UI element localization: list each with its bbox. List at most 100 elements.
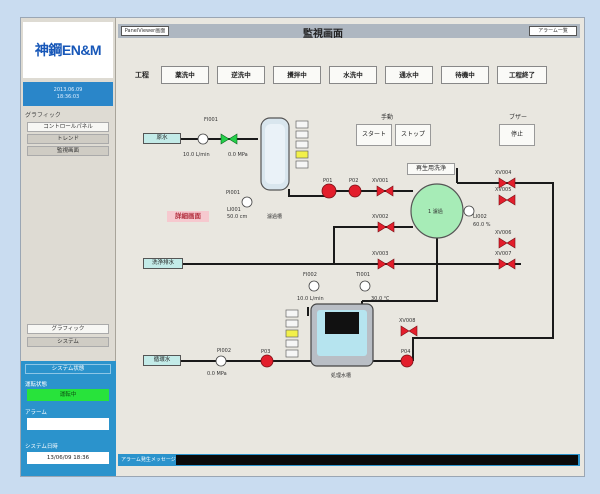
valve-xv003[interactable]	[377, 258, 395, 270]
stop-button[interactable]: ストップ	[395, 124, 431, 146]
valve-tag-xv006: XV006	[495, 230, 512, 236]
valve-raw-water[interactable]	[220, 133, 238, 145]
filter-tank	[260, 117, 290, 191]
process-label: 工程	[135, 71, 149, 79]
pressure-gauge-2	[215, 355, 227, 367]
valve-xv006[interactable]	[498, 237, 516, 249]
manual-label: 手動	[381, 114, 394, 121]
process-tank-label: 処理水槽	[331, 373, 352, 379]
filter-tank-label: 濾過槽	[267, 214, 283, 220]
pressure2-tag: PI002	[217, 348, 232, 354]
process-diagram	[171, 117, 554, 368]
gauges	[197, 133, 475, 367]
alarm-message-label: アラーム発生メッセージ	[121, 457, 176, 463]
buzzer-stop-button[interactable]: 停止	[499, 124, 535, 146]
flow2-value: 10.0 L/min	[297, 296, 324, 302]
sidebar-item-monitor[interactable]: 監視画面	[27, 146, 109, 156]
valve-xv004[interactable]	[498, 177, 516, 189]
valve-tag-xv003: XV003	[372, 251, 389, 257]
valves	[220, 133, 516, 337]
start-button[interactable]: スタート	[356, 124, 392, 146]
valve-xv002[interactable]	[377, 221, 395, 233]
alarm-message-bar: アラーム発生メッセージ	[118, 454, 580, 466]
valve-tag-xv005: XV005	[495, 187, 512, 193]
wash-drain-tag: 洗浄排水	[143, 258, 183, 269]
valve-tag-xv004: XV004	[495, 170, 512, 176]
pressure2-value: 0.0 MPa	[207, 371, 227, 377]
pumps	[260, 183, 414, 368]
company-logo: 神鋼EN&M	[23, 22, 113, 78]
system-status-panel: システム状態 運転状態 運転中 アラーム システム日時 13/06/09 18:…	[21, 361, 116, 476]
sidebar-heading: グラフィック	[25, 112, 61, 119]
run-status-label: 運転状態	[25, 382, 48, 388]
level1-tag: LI001	[227, 207, 241, 213]
title-bar: PanelViewer画面 監視画面 アラーム一覧	[118, 24, 580, 40]
flow1-tag: FI001	[204, 117, 218, 123]
valve-tag-xv008: XV008	[399, 318, 416, 324]
raw-water-tag: 原水	[143, 133, 181, 144]
sidebar-item-control-panel[interactable]: コントロールパネル	[27, 122, 109, 132]
step-standby: 待機中	[441, 66, 489, 84]
pump-tag-p01: P01	[323, 178, 333, 184]
system-date-label: システム日時	[25, 444, 58, 450]
sidebar: 神鋼EN&M 2013.06.09 18:36:03 グラフィック コントロール…	[21, 18, 116, 476]
flow-gauge-2	[308, 280, 320, 292]
valve-xv007[interactable]	[498, 258, 516, 270]
flow1-value: 10.0 L/min	[183, 152, 210, 158]
step-backwash: 逆洗中	[217, 66, 265, 84]
process-tank	[310, 303, 374, 367]
temp-value: 30.0 ℃	[371, 296, 390, 302]
process-steps: 工程 薬洗中 逆洗中 攪拌中 水洗中 通水中 待機中 工程終了	[133, 64, 573, 86]
pump-tag-p02: P02	[349, 178, 359, 184]
sidebar-item-trend[interactable]: トレンド	[27, 134, 109, 144]
system-date-value: 13/06/09 18:36	[27, 452, 109, 464]
alarm-field	[27, 418, 109, 430]
pump-p03[interactable]	[260, 354, 274, 368]
recovery-water-tag: 循環水	[143, 355, 181, 366]
flow-gauge-1	[197, 133, 209, 145]
pressure-gauge-1	[241, 196, 253, 208]
level2-value: 60.0 %	[473, 222, 491, 228]
pump-p02[interactable]	[348, 184, 362, 198]
valve-xv001[interactable]	[376, 185, 394, 197]
panel-viewer-button[interactable]: PanelViewer画面	[121, 26, 169, 36]
column-vessel	[410, 183, 464, 239]
system-status-title: システム状態	[25, 364, 111, 374]
sidebar-item-graphics[interactable]: グラフィック	[27, 324, 109, 334]
flow2-tag: FI002	[303, 272, 317, 278]
pump-p04[interactable]	[400, 354, 414, 368]
valve-tag-xv007: XV007	[495, 251, 512, 257]
valve-xv005[interactable]	[498, 194, 516, 206]
detail-screen-button[interactable]: 詳細画面	[167, 211, 209, 222]
time-text: 18:36:03	[56, 94, 80, 100]
sidebar-item-system[interactable]: システム	[27, 337, 109, 347]
step-finished: 工程終了	[497, 66, 547, 84]
level-indicators	[285, 120, 309, 358]
temp-gauge	[359, 280, 371, 292]
step-stirring: 攪拌中	[273, 66, 321, 84]
step-water-flow: 通水中	[385, 66, 433, 84]
run-status-badge: 運転中	[27, 389, 109, 401]
app-window: 神鋼EN&M 2013.06.09 18:36:03 グラフィック コントロール…	[20, 17, 585, 477]
temp-tag: TI001	[356, 272, 371, 278]
step-rinse: 水洗中	[329, 66, 377, 84]
column-label: 1 濾過	[428, 209, 443, 215]
valve-tag-xv002: XV002	[372, 214, 389, 220]
step-chemical-wash: 薬洗中	[161, 66, 209, 84]
valve-xv008[interactable]	[400, 325, 418, 337]
alarm-message-field	[176, 455, 578, 465]
pump-p01[interactable]	[321, 183, 337, 199]
pressure1-tag: PI001	[226, 190, 241, 196]
date-display: 2013.06.09 18:36:03	[23, 82, 113, 106]
buzzer-label: ブザー	[509, 114, 528, 121]
pump-tag-p03: P03	[261, 349, 271, 355]
level2-tag: LI002	[473, 214, 487, 220]
level1-value: 50.0 cm	[227, 214, 248, 220]
level-gauge-1	[463, 205, 475, 217]
pressure1-value: 0.0 MPa	[228, 152, 248, 158]
alarm-label: アラーム	[25, 410, 47, 416]
page-title: 監視画面	[303, 29, 343, 40]
alarm-list-button[interactable]: アラーム一覧	[529, 26, 577, 36]
regeneration-wash-button[interactable]: 再生用洗浄	[407, 163, 455, 175]
valve-tag-xv001: XV001	[372, 178, 389, 184]
